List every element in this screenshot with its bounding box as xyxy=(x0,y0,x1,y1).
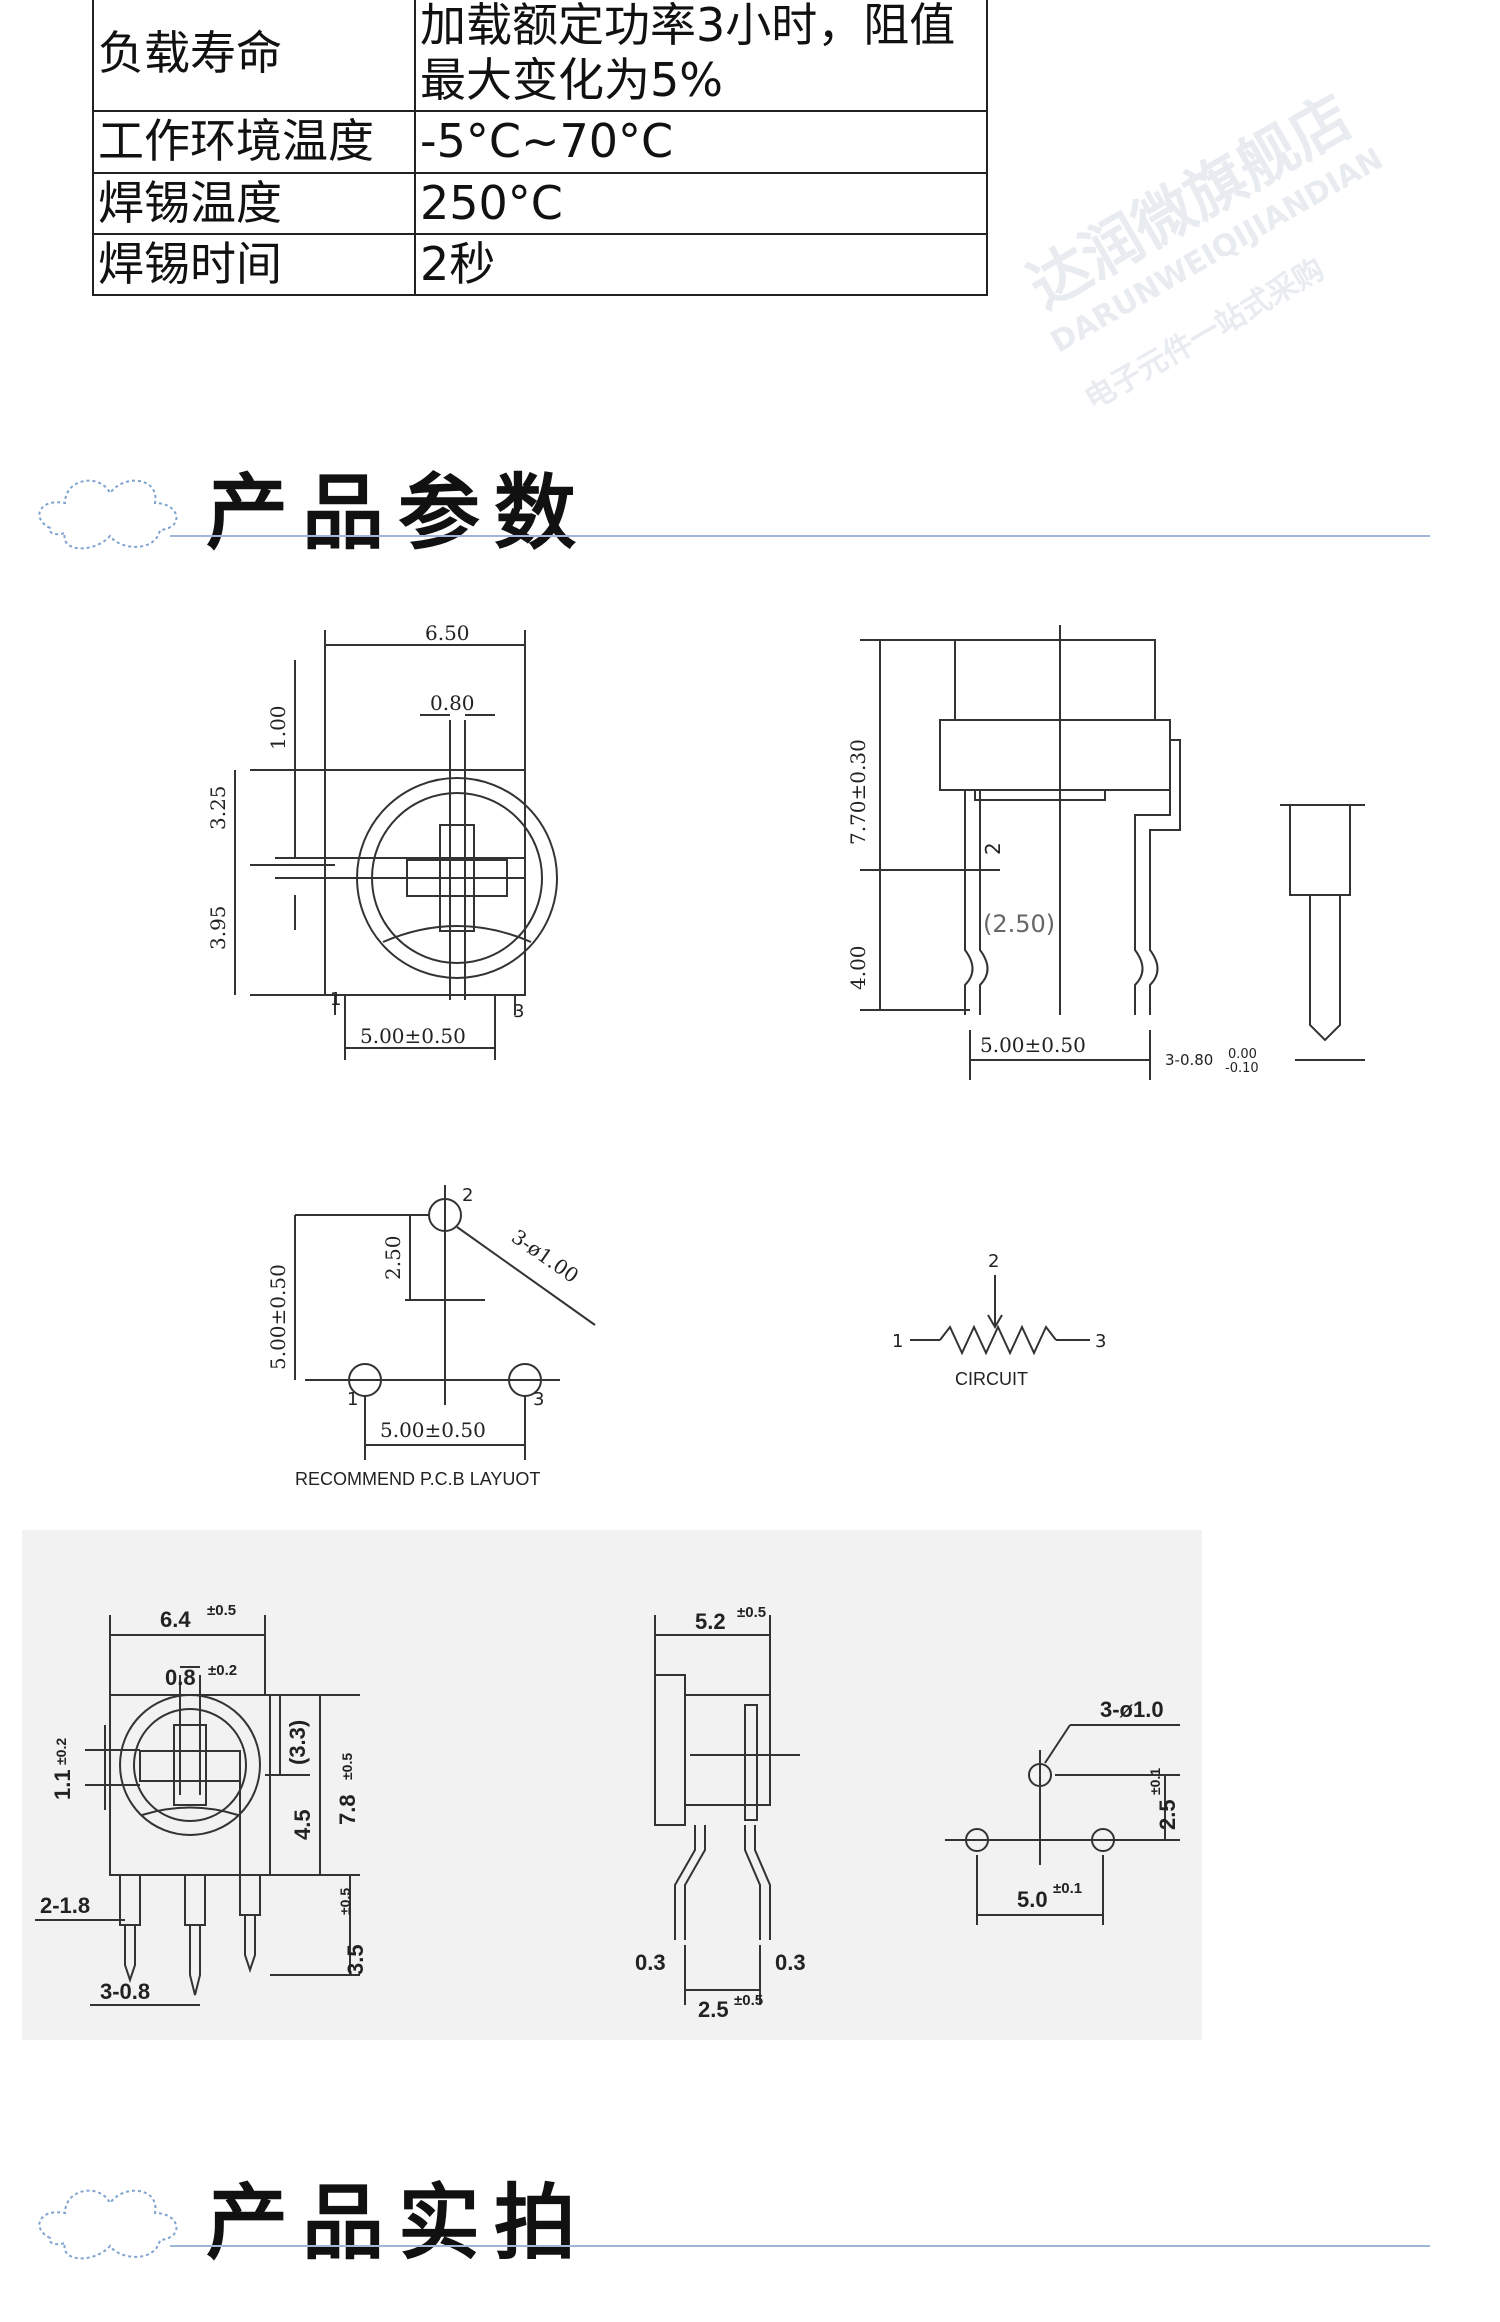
dim-d33: (3.3) xyxy=(285,1720,310,1765)
drawing-bottom-side: 5.2 ±0.5 0.3 0.3 2.5 ±0.5 xyxy=(630,1585,830,2025)
dim-width-tol: ±0.5 xyxy=(737,1604,766,1621)
pin-1: 1 xyxy=(330,989,341,1010)
dim-hole: 3-ø1.0 xyxy=(1100,1697,1164,1722)
drawing-top-front: 6.50 0.80 1.00 3.25 3.95 1 3 5.00±0.50 xyxy=(195,620,595,1080)
dim-pitch: 2.5 xyxy=(698,1997,729,2022)
value-line: 加载额定功率3小时，阻值 xyxy=(420,0,956,52)
table-cell-key: 工作环境温度 xyxy=(92,110,416,174)
pin-1: 1 xyxy=(892,1331,903,1352)
pin-2: 2 xyxy=(988,1251,999,1272)
dim-d78-tol: ±0.5 xyxy=(339,1753,355,1780)
drawing-top-side: 7.70±0.30 4.00 2 (2.50) 5.00±0.50 3-0.80… xyxy=(820,620,1380,1080)
dim-width: 6.4 xyxy=(160,1607,191,1632)
dim-pitch: 5.00±0.50 xyxy=(380,1418,486,1442)
table-cell-key: 焊锡温度 xyxy=(92,171,416,235)
tol-upper: 0.00 xyxy=(1228,1047,1257,1062)
tol-lower: -0.10 xyxy=(1225,1061,1259,1076)
table-cell-key: 焊锡时间 xyxy=(92,232,416,296)
dim-v: 2.5 xyxy=(1155,1799,1180,1830)
value-line: 最大变化为5% xyxy=(420,53,723,108)
dim-d78: 7.8 xyxy=(335,1794,360,1825)
dim-h-tol: ±0.1 xyxy=(1053,1880,1082,1897)
section-title: 产品实拍 xyxy=(206,2176,591,2271)
table-row: 工作环境温度 -5°C~70°C xyxy=(92,110,988,174)
pin-3: 3 xyxy=(533,1389,544,1410)
section-header-params: 产品参数 xyxy=(30,440,1430,561)
table-cell-value: 加载额定功率3小时，阻值 最大变化为5% xyxy=(414,0,988,113)
dim-pin-b: 3-0.8 xyxy=(100,1979,150,2004)
pin-3: 3 xyxy=(1095,1331,1106,1352)
table-cell-key: 负载寿命 xyxy=(92,0,416,113)
dim-hole: 3-ø1.00 xyxy=(507,1224,583,1287)
divider xyxy=(170,2245,1430,2247)
cloud-icon xyxy=(38,479,178,550)
dim-d11: 1.1 xyxy=(50,1769,75,1800)
drawing-panel xyxy=(22,1530,1202,2040)
dim-width: 5.2 xyxy=(695,1609,726,1634)
dim-h: 5.0 xyxy=(1017,1887,1048,1912)
dim-height: 7.70±0.30 xyxy=(846,739,870,845)
table-row: 焊锡时间 2秒 xyxy=(92,232,988,296)
pin-2: 2 xyxy=(462,1185,473,1206)
dim-pitch: 5.00±0.50 xyxy=(360,1024,466,1048)
dim-d35-tol: ±0.5 xyxy=(337,1888,353,1915)
dim-width: 6.50 xyxy=(425,621,470,645)
pin-1: 1 xyxy=(347,1389,358,1410)
table-row: 负载寿命 加载额定功率3小时，阻值 最大变化为5% xyxy=(92,0,988,113)
cloud-icon xyxy=(38,2189,178,2260)
dim-pin-width: 3-0.80 xyxy=(1165,1051,1213,1069)
dim-lead-right: 0.3 xyxy=(775,1950,806,1975)
section-title: 产品参数 xyxy=(206,466,591,561)
dim-pitch-tol: ±0.5 xyxy=(734,1992,763,2009)
table-cell-value: -5°C~70°C xyxy=(414,110,988,174)
pin-2: 2 xyxy=(981,842,1005,855)
dim-leg: 4.00 xyxy=(846,945,870,990)
dim-d11-tol: ±0.2 xyxy=(53,1738,69,1765)
table-cell-value: 2秒 xyxy=(414,232,988,296)
dim-half: 2.50 xyxy=(381,1235,405,1280)
dim-offset: (2.50) xyxy=(983,910,1055,938)
caption: RECOMMEND P.C.B LAYUOT xyxy=(295,1469,540,1489)
dim-d1: 1.00 xyxy=(266,705,290,750)
drawing-pcb-layout: 2 1 3 5.00±0.50 2.50 3-ø1.00 5.00±0.50 R… xyxy=(255,1165,635,1495)
table-row: 焊锡温度 250°C xyxy=(92,171,988,235)
dim-d45: 4.5 xyxy=(290,1809,315,1840)
dim-slot-tol: ±0.2 xyxy=(208,1662,237,1679)
dim-d3: 3.95 xyxy=(206,905,230,950)
dim-width-tol: ±0.5 xyxy=(207,1602,236,1619)
table-cell-value: 250°C xyxy=(414,171,988,235)
pin-3: 3 xyxy=(513,1001,524,1022)
dim-pitch: 5.00±0.50 xyxy=(980,1033,1086,1057)
drawing-bottom-pcb: 3-ø1.0 2.5 ±0.1 5.0 ±0.1 xyxy=(935,1675,1195,1935)
dim-pin-a: 2-1.8 xyxy=(40,1893,90,1918)
divider xyxy=(170,535,1430,537)
drawing-bottom-front: 6.4 ±0.5 0.8 ±0.2 1.1 ±0.2 (3.3) 7.8 ±0.… xyxy=(30,1585,390,2025)
dim-v-tol: ±0.1 xyxy=(1147,1768,1163,1795)
dim-lead-left: 0.3 xyxy=(635,1950,666,1975)
spec-table: 负载寿命 加载额定功率3小时，阻值 最大变化为5% 工作环境温度 -5°C~70… xyxy=(92,0,988,296)
dim-slot: 0.80 xyxy=(430,691,475,715)
section-header-photo: 产品实拍 xyxy=(30,2150,1430,2271)
dim-d35: 3.5 xyxy=(343,1944,368,1975)
drawing-circuit: 1 2 3 CIRCUIT xyxy=(870,1245,1130,1415)
caption: CIRCUIT xyxy=(955,1369,1028,1389)
dim-d2: 3.25 xyxy=(206,785,230,830)
dim-slot: 0.8 xyxy=(165,1665,196,1690)
dim-vertical: 5.00±0.50 xyxy=(266,1264,290,1370)
